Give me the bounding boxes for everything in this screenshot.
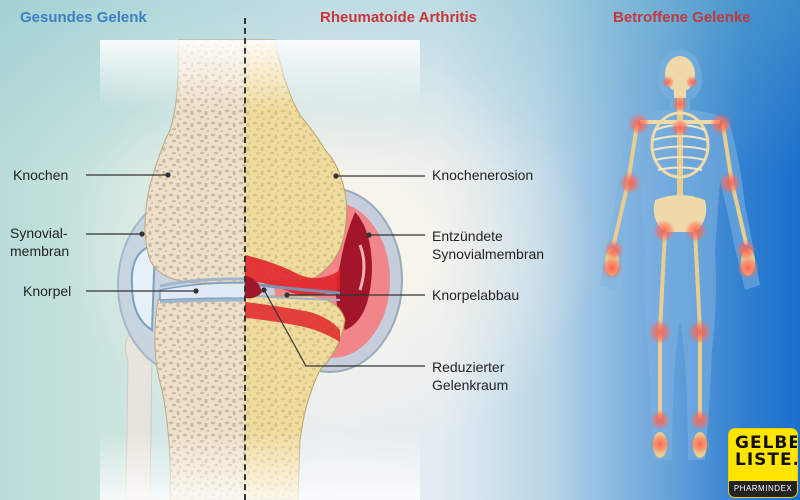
leader-lines-left bbox=[86, 172, 199, 294]
label-synovialmembran-line1: Synovial- bbox=[10, 225, 68, 241]
logo-wordmark: GELBE LISTE. bbox=[735, 435, 797, 469]
label-knochen: Knochen bbox=[13, 167, 69, 183]
label-reduzierter-gelenkraum: Reduzierter Gelenkraum bbox=[432, 358, 508, 394]
gelbe-liste-logo[interactable]: GELBE LISTE. PHARMINDEX bbox=[729, 429, 797, 497]
label-knorpel: Knorpel bbox=[23, 283, 72, 299]
affected-joint-markers bbox=[601, 76, 759, 454]
title-healthy-joint: Gesundes Gelenk bbox=[20, 9, 147, 26]
label-synovialmembran-line2: membran bbox=[10, 243, 70, 259]
label-reduzierter-line1: Reduzierter bbox=[432, 359, 505, 375]
title-rheumatoid-arthritis: Rheumatoide Arthritis bbox=[320, 9, 477, 26]
logo-line2: LISTE. bbox=[735, 450, 797, 470]
label-entzuendete-line1: Entzündete bbox=[432, 228, 503, 244]
logo-subtitle: PHARMINDEX bbox=[729, 481, 797, 497]
label-entzuendete-synovialmembran: Entzündete Synovialmembran bbox=[432, 227, 544, 263]
dashed-divider bbox=[244, 18, 246, 500]
logo-line1: GELBE bbox=[735, 433, 797, 453]
label-knochenerosion: Knochenerosion bbox=[432, 167, 534, 183]
label-knorpelabbau: Knorpelabbau bbox=[432, 287, 520, 303]
label-reduzierter-line2: Gelenkraum bbox=[432, 377, 509, 393]
title-affected-joints: Betroffene Gelenke bbox=[613, 9, 751, 26]
label-entzuendete-line2: Synovialmembran bbox=[432, 246, 545, 262]
skeleton-figure bbox=[600, 50, 760, 460]
leader-lines-right bbox=[261, 173, 425, 367]
label-synovialmembran: Synovial- membran bbox=[10, 224, 69, 260]
